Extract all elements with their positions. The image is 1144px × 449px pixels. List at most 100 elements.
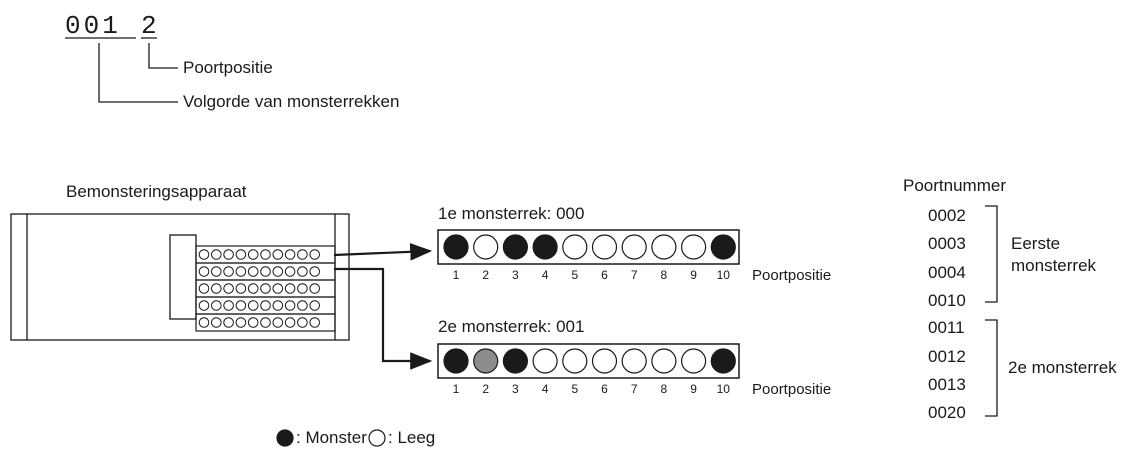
position-number: 10 [716,268,730,282]
device-rack-row [195,262,336,281]
device-slot [223,300,234,311]
position-number: 1 [452,268,460,282]
position-number: 6 [601,268,608,282]
arrow-rack-1 [333,243,433,261]
position-number: 9 [690,268,697,282]
device-slot [247,266,259,277]
legend-sample-label: : Monster [296,428,367,447]
device-slot [297,249,308,260]
port-number: 0012 [928,347,966,366]
rack-holder [169,234,197,320]
device-rack-row [195,279,336,298]
port-number: 0004 [928,263,966,282]
position-number: 10 [716,382,730,396]
device-slot [309,249,321,260]
sample-slot-filled [443,234,469,260]
device-slot [211,266,222,277]
group-1-label-line-1: Eerste [1011,234,1061,253]
device-slot [297,266,308,277]
port-numbers-title: Poortnummer [903,176,1006,195]
rack-1-title: 1e monsterrek: 000 [438,204,585,223]
sample-slot-empty [473,234,499,260]
sample-slot-partial [473,348,499,374]
position-number: 7 [630,268,638,282]
sample-rack-1 [437,229,740,265]
device-slot [235,266,247,277]
device-rack-row [195,296,336,315]
sample-slot-empty [532,348,558,374]
sample-slot-filled [443,348,469,374]
device-slot [284,317,296,328]
port-number: 0013 [928,375,966,394]
sample-slot-filled [502,348,529,374]
rack-1-position-label: Poortpositie [752,267,832,284]
device-rack-row [195,313,336,332]
legend-sample-swatch [276,429,294,447]
device-slot [235,283,247,294]
position-number: 1 [452,382,460,396]
device-slot [297,283,308,294]
device-slot [198,249,210,260]
port-number: 0020 [928,403,966,422]
device-slot [211,249,222,260]
device-slot [272,249,284,260]
position-number: 9 [690,382,697,396]
device-slot [260,300,271,311]
sample-rack-2 [437,343,740,379]
sample-slot-empty [680,348,707,374]
code-connectors [65,37,178,103]
device-slot [247,300,259,311]
device-slot [198,283,210,294]
sample-slot-filled [502,234,529,260]
port-number: 0011 [928,318,965,337]
device-slot [284,283,296,294]
sample-slot-empty [591,234,618,260]
code-port-digit: 2 [141,11,157,41]
device-slot [247,283,259,294]
port-brackets [985,205,998,417]
group-1-label-line-2: monsterrek [1011,256,1097,275]
device-slot [247,317,259,328]
group-2-label: 2e monsterrek [1008,358,1117,377]
sample-slot-empty [562,234,588,260]
sample-slot-empty [621,348,647,374]
sample-slot-empty [562,348,588,374]
position-number: 8 [660,268,668,282]
device-slot [211,300,222,311]
device-slot [211,317,222,328]
device-slot [223,266,234,277]
sample-slot-filled [532,234,558,260]
position-number: 4 [541,382,549,396]
device-slot [260,266,271,277]
position-number: 2 [482,382,490,396]
device-slot [223,283,234,294]
device-slot [309,300,321,311]
sample-slot-empty [651,348,677,374]
port-number: 0010 [928,291,966,310]
device-slot [235,300,247,311]
legend-empty-swatch [368,429,386,447]
device-slot [198,266,210,277]
device-slot [309,266,321,277]
device-rack-rows [195,245,336,332]
legend-empty-label: : Leeg [388,428,436,447]
port-number: 0003 [928,234,966,253]
position-number: 6 [601,382,608,396]
device-outline [10,213,350,341]
device-slot [272,300,284,311]
position-number: 7 [630,382,638,396]
device-slot [223,317,234,328]
device-slot [272,266,284,277]
device-slot [260,283,271,294]
position-number: 8 [660,382,668,396]
bracket-group-1 [985,205,998,303]
rack-2-title: 2e monsterrek: 001 [438,317,585,336]
device-slot [235,317,247,328]
sample-slot-filled [710,234,736,260]
sample-slot-empty [651,234,677,260]
code-port-label: Poortpositie [183,58,273,77]
device-slot [284,249,296,260]
seq-connector [98,43,178,103]
